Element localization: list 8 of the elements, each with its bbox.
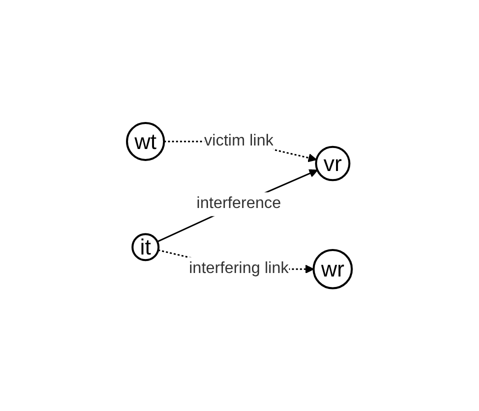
arrow: [157, 169, 318, 242]
node-circle: wt: [126, 122, 166, 161]
node-circle: wr: [312, 248, 353, 290]
node-circle: vr: [315, 146, 350, 182]
edge-label: interference: [196, 195, 282, 212]
edge-label: interfering link: [189, 260, 289, 277]
edge-label: victim link: [204, 132, 274, 150]
node-circle: it: [132, 233, 160, 261]
